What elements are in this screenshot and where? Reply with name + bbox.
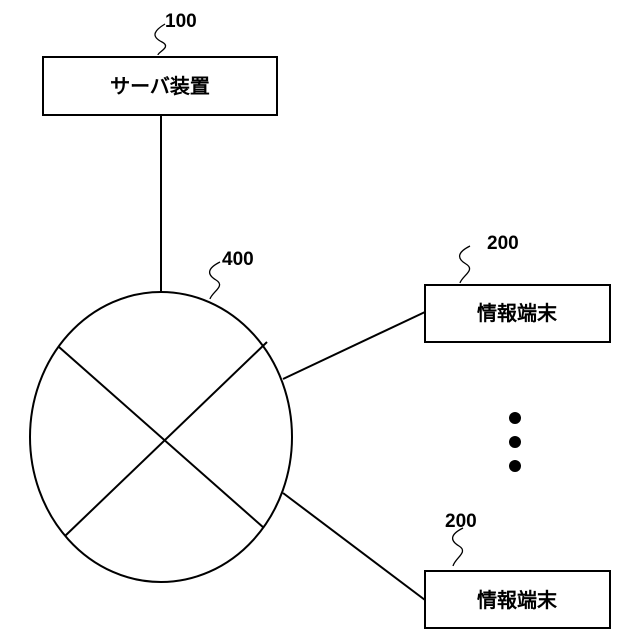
network-terminal-link-1 — [283, 312, 425, 379]
terminal-box-label: 情報端末 — [477, 588, 558, 612]
terminal-node: 200 情報端末 — [425, 233, 610, 342]
network-node: 400 — [30, 249, 292, 582]
terminal-ref-number: 200 — [445, 511, 477, 532]
server-ref-number: 100 — [165, 11, 197, 32]
ellipsis-dot — [509, 436, 521, 448]
network-ref-number: 400 — [222, 249, 254, 270]
ellipsis-dot — [509, 460, 521, 472]
server-ref-leader — [155, 24, 166, 55]
server-node: 100 サーバ装置 — [43, 11, 277, 115]
terminal-box-label: 情報端末 — [477, 301, 558, 325]
terminal-ref-leader — [453, 528, 463, 566]
ellipsis-dot — [509, 412, 521, 424]
more-terminals-ellipsis — [509, 412, 521, 472]
network-ref-leader — [210, 262, 220, 299]
terminal-ref-leader — [460, 246, 470, 283]
terminal-ref-number: 200 — [487, 233, 519, 254]
terminal-node: 200 情報端末 — [425, 511, 610, 628]
network-terminal-link-2 — [283, 493, 425, 600]
server-box-label: サーバ装置 — [110, 74, 210, 98]
